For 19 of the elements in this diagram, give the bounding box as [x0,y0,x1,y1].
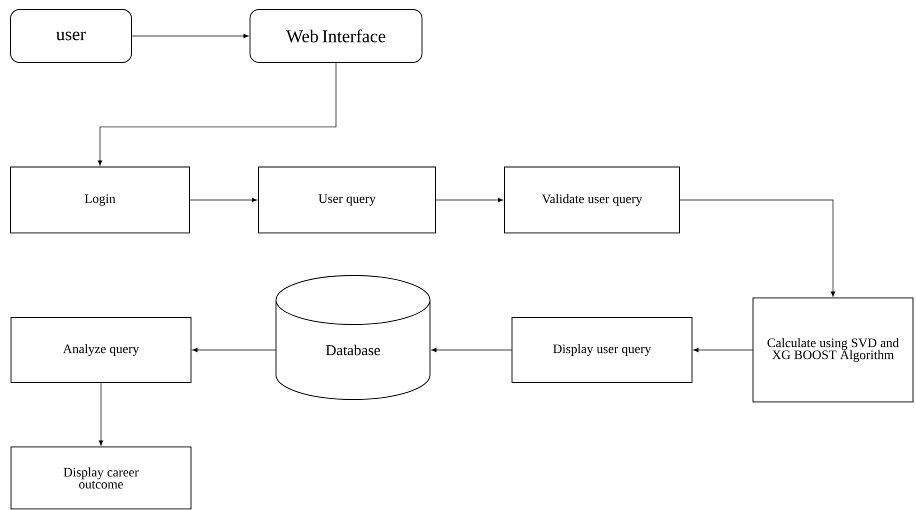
arrow [98,382,104,446]
process-box: Analyze query [10,317,192,383]
arrow [436,198,504,202]
arrow [431,348,512,352]
process-box: Calculate using SVD and XG BOOST Algorithm [752,298,914,402]
arrow [693,348,753,352]
process-box: Validate user query [504,166,680,234]
arrow [680,200,836,297]
process-box: User query [258,166,436,234]
arrow [192,348,276,352]
arrow [132,34,249,38]
process-box: Display career outcome [10,446,192,510]
arrow [190,198,258,202]
arrow [98,62,336,166]
process-box: Login [10,166,190,234]
rounded-box: user [10,9,132,63]
rounded-box: Web Interface [250,9,422,63]
process-box: Display user query [512,317,692,383]
database-cylinder: Database [276,275,430,400]
